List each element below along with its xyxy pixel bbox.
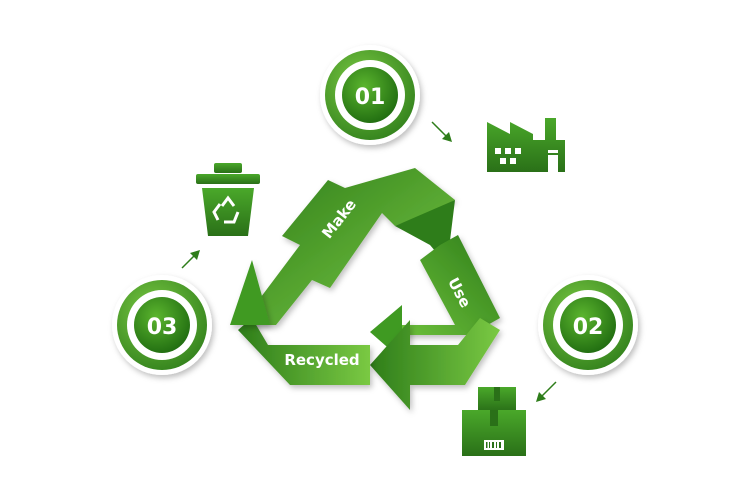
connector-arrow-03: [181, 250, 200, 269]
step-circle-02: 02: [538, 275, 638, 375]
factory-icon: [487, 118, 565, 172]
step-number-03: 03: [147, 315, 178, 340]
step-circle-01: 01: [320, 45, 420, 145]
barcode-icon: [484, 440, 504, 450]
recycled-label: Recycled: [284, 351, 359, 369]
connector-arrow-01: [431, 121, 452, 142]
recycle-symbol-icon: [212, 195, 240, 224]
step-number-01: 01: [355, 85, 386, 110]
package-box-icon: [462, 387, 526, 456]
recycled-arrow: [230, 260, 500, 410]
step-circle-03: 03: [112, 275, 212, 375]
step-number-02: 02: [573, 315, 604, 340]
recycle-bin-icon: [196, 163, 260, 236]
make-arrow: [240, 168, 455, 325]
connector-arrow-02: [536, 381, 557, 402]
